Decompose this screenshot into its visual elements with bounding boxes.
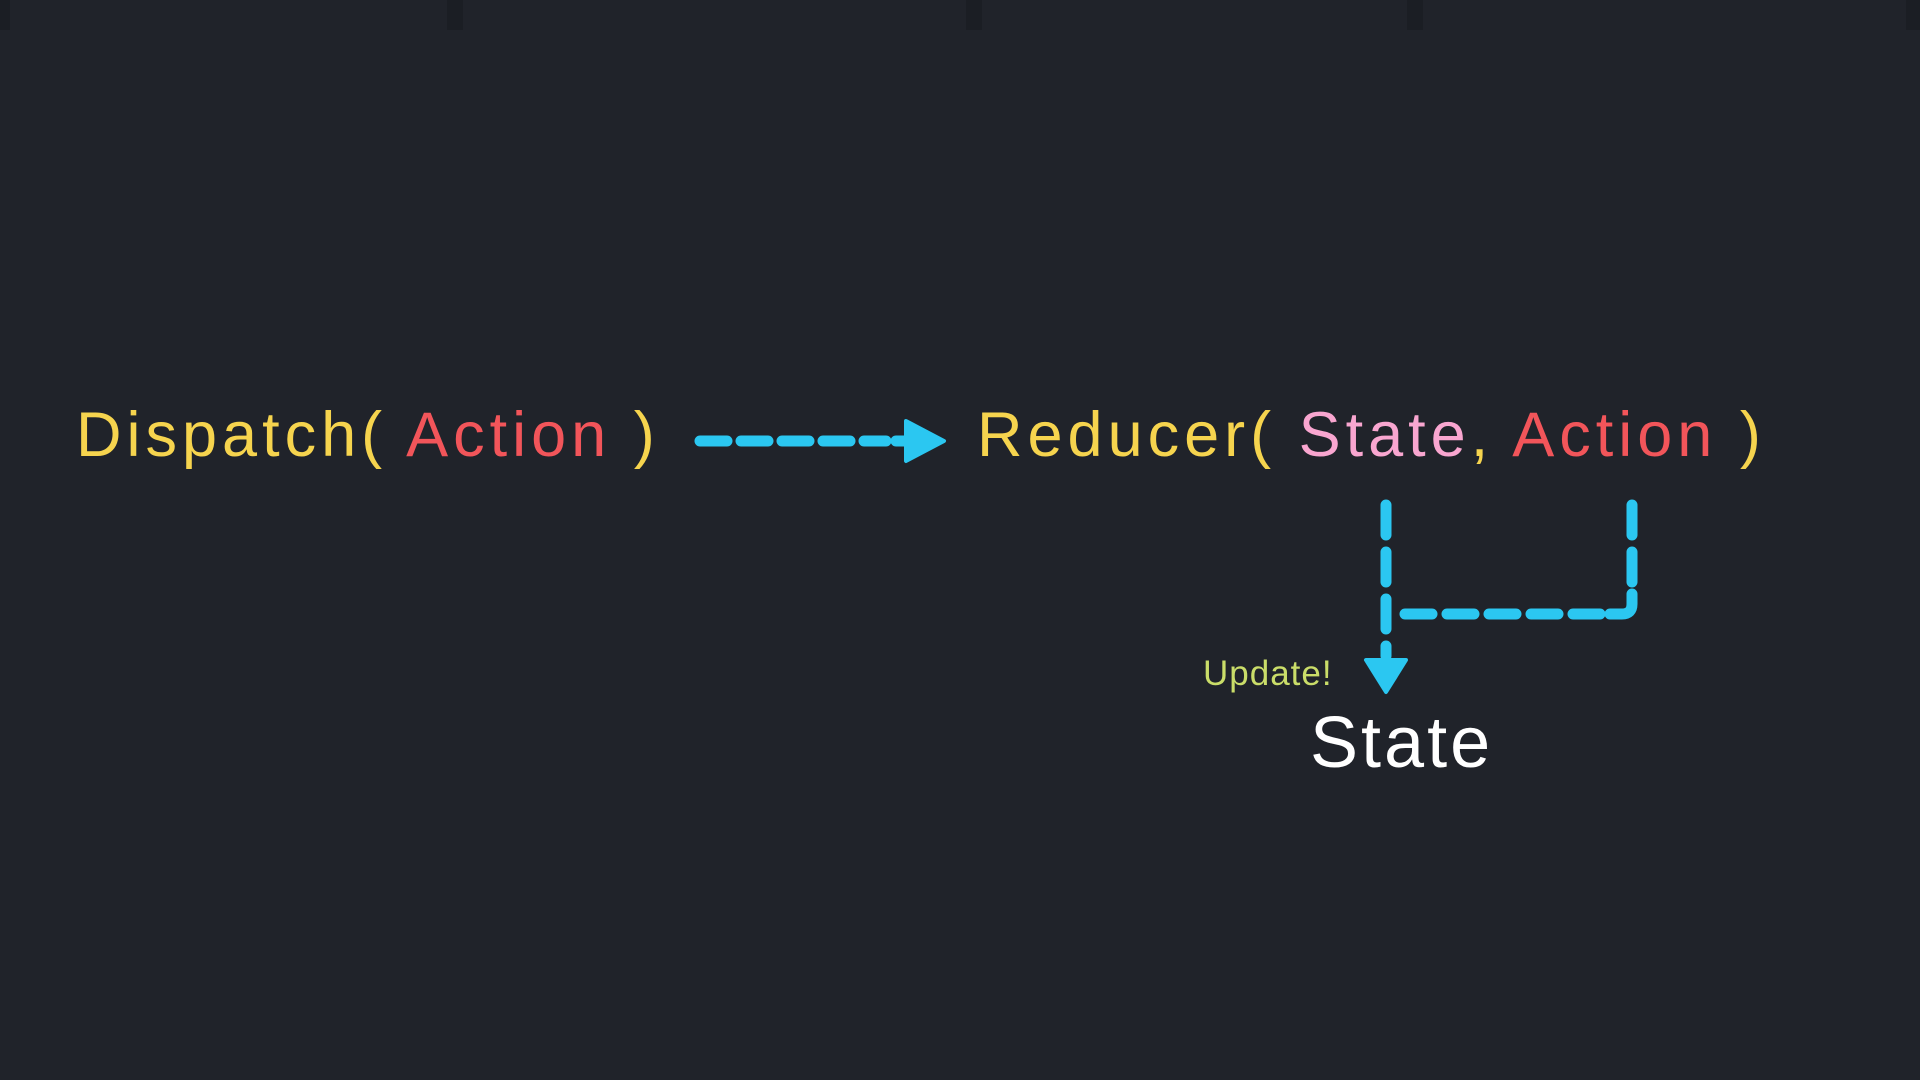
- dispatch-call-text: Dispatch( Action ): [76, 399, 660, 471]
- top-edge-marker: [0, 0, 10, 30]
- reducer-comma: ,: [1470, 400, 1513, 470]
- down-arrowhead-icon: [1364, 658, 1408, 694]
- result-state-label: State: [1310, 703, 1494, 783]
- dispatch-close-paren: ): [611, 400, 660, 470]
- reducer-to-state-connector: [1364, 499, 1638, 694]
- top-edge-marker: [966, 0, 982, 30]
- reducer-close-paren: ): [1717, 400, 1766, 470]
- reducer-action-arg: Action: [1512, 400, 1718, 470]
- top-edge-marker: [447, 0, 463, 30]
- corner-segment: [1604, 588, 1638, 620]
- reducer-fn-label: Reducer(: [977, 400, 1299, 470]
- dispatch-to-reducer-arrow: [694, 419, 946, 463]
- reducer-state-arg: State: [1298, 400, 1471, 470]
- reducer-call-text: Reducer( State, Action ): [977, 399, 1766, 471]
- right-arrowhead-icon: [904, 419, 946, 463]
- dispatch-action-arg: Action: [406, 400, 612, 470]
- top-edge-marker: [1906, 0, 1920, 30]
- top-edge-marker: [1407, 0, 1423, 30]
- dispatch-fn-label: Dispatch(: [76, 400, 407, 470]
- update-label: Update!: [1203, 654, 1333, 693]
